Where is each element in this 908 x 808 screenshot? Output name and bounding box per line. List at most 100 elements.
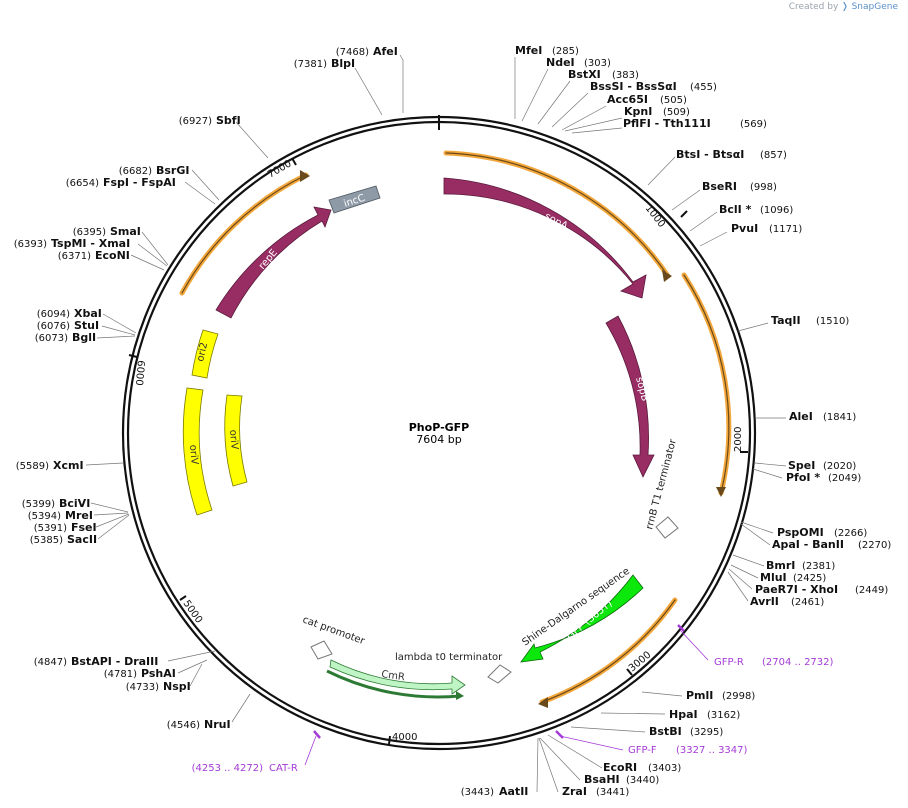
site-name-blpi[interactable]: BlpI xyxy=(331,57,355,70)
leader-bcivi xyxy=(90,502,129,513)
site-name-tspmi[interactable]: TspMI - XmaI xyxy=(51,237,130,250)
site-name-alei[interactable]: AleI xyxy=(789,410,813,423)
site-name-pmli[interactable]: PmlI xyxy=(686,689,713,702)
oriV-outer-feature[interactable] xyxy=(182,387,213,516)
site-name-paer7i[interactable]: PaeR7I - XhoI xyxy=(755,583,838,596)
site-name-pvui[interactable]: PvuI xyxy=(731,222,758,235)
site-name-mfei[interactable]: MfeI xyxy=(515,44,542,57)
leader-pspomi xyxy=(740,521,774,534)
plasmid-length: 7604 bp xyxy=(416,433,461,446)
primer-name-gfp-r[interactable]: GFP-R xyxy=(714,657,744,668)
leader-pflfi xyxy=(571,127,623,134)
site-name-bstbi[interactable]: BstBI xyxy=(649,725,682,738)
site-name-bseri[interactable]: BseRI xyxy=(702,180,737,193)
site-name-pflfi[interactable]: PflFI - Tth111I xyxy=(623,117,711,130)
site-name-ecori[interactable]: EcoRI xyxy=(603,761,637,774)
site-pos-mlui: (2425) xyxy=(793,573,826,584)
leader-gfp-f xyxy=(559,735,624,751)
leader-bsrgi xyxy=(191,169,220,201)
leader-stui xyxy=(101,325,136,336)
site-name-bgli[interactable]: BglI xyxy=(72,331,96,344)
leader-econi xyxy=(130,254,165,271)
site-name-smai[interactable]: SmaI xyxy=(110,225,141,238)
oriV-inner-feature[interactable] xyxy=(224,394,248,487)
site-name-bcli[interactable]: BclI * xyxy=(719,203,752,216)
site-name-kpni[interactable]: KpnI xyxy=(624,105,652,118)
site-pos-ndei: (303) xyxy=(584,58,611,69)
site-name-fsei[interactable]: FseI xyxy=(71,521,97,534)
site-name-afei[interactable]: AfeI xyxy=(373,45,398,58)
orf-arc-right xyxy=(681,272,732,496)
site-name-ndei[interactable]: NdeI xyxy=(546,56,575,69)
incC-feature[interactable] xyxy=(328,185,381,214)
sopB-feature[interactable] xyxy=(605,315,655,478)
snapgene-credit: Created by ❭ SnapGene xyxy=(789,2,898,12)
site-name-spei[interactable]: SpeI xyxy=(788,459,815,472)
site-name-avrii[interactable]: AvrII xyxy=(750,595,779,608)
ori2-label: ori2 xyxy=(195,341,210,362)
site-name-bsrgi[interactable]: BsrGI xyxy=(156,164,189,177)
site-name-nspi[interactable]: NspI xyxy=(163,680,191,693)
site-name-pshai[interactable]: PshAI xyxy=(141,667,176,680)
site-name-sbfi[interactable]: SbfI xyxy=(216,114,241,127)
site-pos-pvui: (1171) xyxy=(769,224,802,235)
site-name-taqii[interactable]: TaqII xyxy=(771,314,801,327)
site-name-acc65i[interactable]: Acc65I xyxy=(607,93,648,106)
leader-afei xyxy=(399,54,404,113)
site-labels[interactable]: (7468) AfeI (7381) BlpI (6927) SbfI (668… xyxy=(14,44,892,798)
primer-name-cat-r[interactable]: CAT-R xyxy=(269,763,298,774)
site-pos-zrai: (3441) xyxy=(596,787,629,798)
site-name-btsi[interactable]: BtsI - BtsαI xyxy=(676,148,744,161)
cat-promoter-icon[interactable] xyxy=(310,640,333,660)
leader-ecori xyxy=(547,734,603,769)
site-pos-paer7i: (2449) xyxy=(855,585,888,596)
site-name-pfoi[interactable]: PfoI * xyxy=(786,471,820,484)
site-name-bmri[interactable]: BmrI xyxy=(766,559,795,572)
site-name-xbai[interactable]: XbaI xyxy=(74,307,102,320)
site-pos-bsrgi: (6682) xyxy=(119,166,152,177)
site-name-sacii[interactable]: SacII xyxy=(67,533,97,546)
site-pos-bstbi: (3295) xyxy=(690,727,723,738)
site-pos-nrui: (4546) xyxy=(167,720,200,731)
site-pos-bstapi: (4847) xyxy=(34,657,67,668)
site-name-hpai[interactable]: HpaI xyxy=(669,708,698,721)
site-pos-smai: (6395) xyxy=(73,227,106,238)
cmr-feature[interactable] xyxy=(329,659,466,695)
primer-name-gfp-f[interactable]: GFP-F xyxy=(628,745,657,756)
gfp-feature[interactable] xyxy=(520,574,644,663)
site-pos-btsi: (857) xyxy=(760,150,787,161)
site-name-bsahi[interactable]: BsaHI xyxy=(584,773,620,786)
scale-tick-3000 xyxy=(626,668,633,676)
site-name-stui[interactable]: StuI xyxy=(74,319,99,332)
rrnB-terminator-icon[interactable] xyxy=(655,516,679,539)
site-name-bstapi[interactable]: BstAPI - DraIII xyxy=(71,655,158,668)
primer-mark-cat-r xyxy=(313,730,321,739)
site-name-xcmi[interactable]: XcmI xyxy=(53,459,84,472)
site-name-bcivi[interactable]: BciVI xyxy=(59,497,90,510)
site-name-mlui[interactable]: MluI xyxy=(760,571,787,584)
site-name-econi[interactable]: EcoNI xyxy=(95,249,130,262)
site-name-pspomi[interactable]: PspOMI xyxy=(777,526,824,539)
site-name-nrui[interactable]: NruI xyxy=(204,718,231,731)
site-name-fspi[interactable]: FspI - FspAI xyxy=(103,176,176,189)
site-name-mrei[interactable]: MreI xyxy=(65,509,93,522)
lambda-terminator-icon[interactable] xyxy=(487,664,512,684)
site-pos-afei: (7468) xyxy=(336,47,369,58)
leader-bgli xyxy=(96,335,136,339)
site-name-bstxi[interactable]: BstXI xyxy=(568,68,601,81)
site-pos-aatii: (3443) xyxy=(461,787,494,798)
site-pos-bgli: (6073) xyxy=(35,333,68,344)
leader-mlui xyxy=(730,564,759,579)
site-name-bsssi[interactable]: BssSI - BssSαI xyxy=(590,80,677,93)
site-name-apai[interactable]: ApaI - BanII xyxy=(772,538,844,551)
site-name-zrai[interactable]: ZraI xyxy=(562,785,587,798)
rrnB-label: rrnB T1 terminator xyxy=(644,437,679,531)
ori2-feature[interactable] xyxy=(191,329,219,379)
site-name-aatii[interactable]: AatII xyxy=(499,785,528,798)
primer-labels[interactable]: GFP-R (2704 .. 2732) GFP-F (3327 .. 3347… xyxy=(192,657,834,774)
cmr-orf-arrow xyxy=(456,691,464,700)
leader-hpai xyxy=(600,712,666,715)
repE-feature[interactable] xyxy=(215,206,332,319)
orf-arc-right-core xyxy=(683,274,730,494)
sopA-feature[interactable] xyxy=(443,177,647,299)
